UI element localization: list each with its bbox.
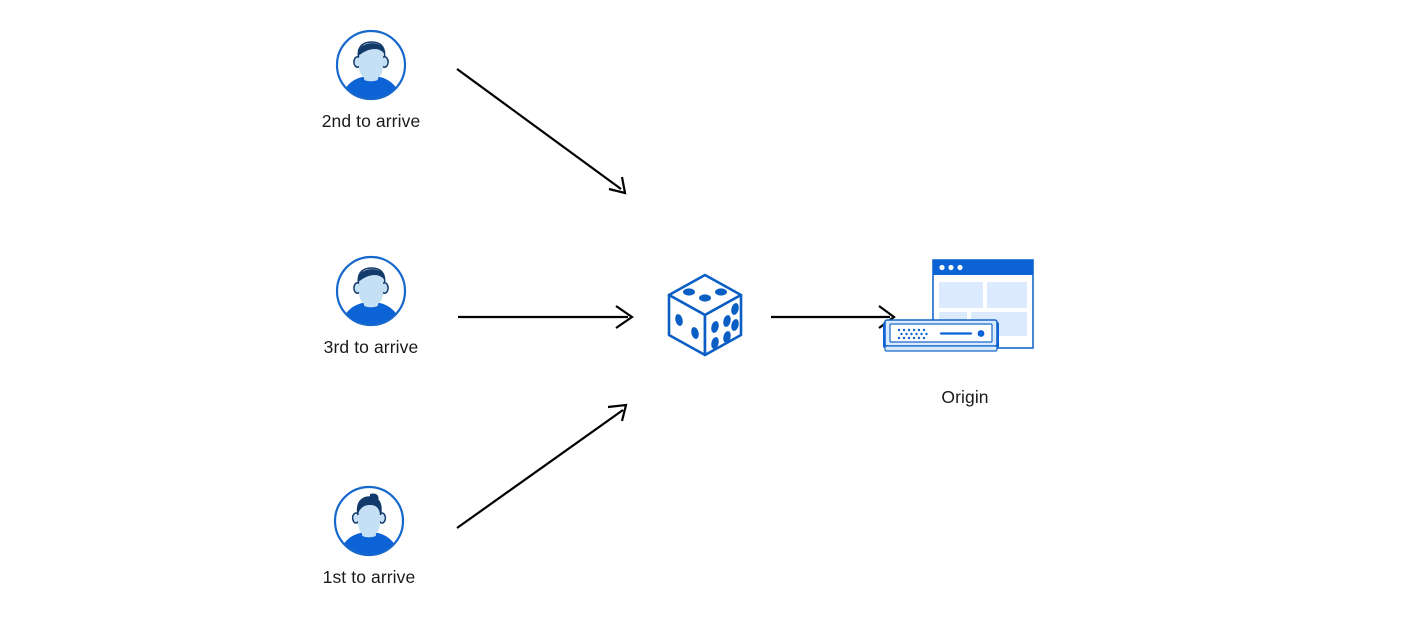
node-label-client-3rd: 3rd to arrive [323,337,419,357]
user-avatar-icon [335,255,407,327]
node-origin[interactable]: Origin [875,252,1055,408]
node-client-1st[interactable]: 1st to arrive [294,484,444,588]
arrow-3rd-to-dice [458,305,634,329]
node-label-client-1st: 1st to arrive [322,567,416,587]
user-avatar-icon [333,485,405,557]
node-client-2nd[interactable]: 2nd to arrive [296,28,446,132]
user-avatar-icon [335,29,407,101]
node-client-3rd[interactable]: 3rd to arrive [296,254,446,358]
origin-server-icon [883,259,1034,352]
node-randomizer[interactable] [650,265,760,370]
arrow-2nd-to-dice [456,68,627,195]
server-device-icon [883,319,999,352]
arrow-1st-to-dice [456,403,628,529]
node-label-client-2nd: 2nd to arrive [321,111,421,131]
dice-icon [667,273,743,357]
node-label-origin: Origin [941,387,989,407]
